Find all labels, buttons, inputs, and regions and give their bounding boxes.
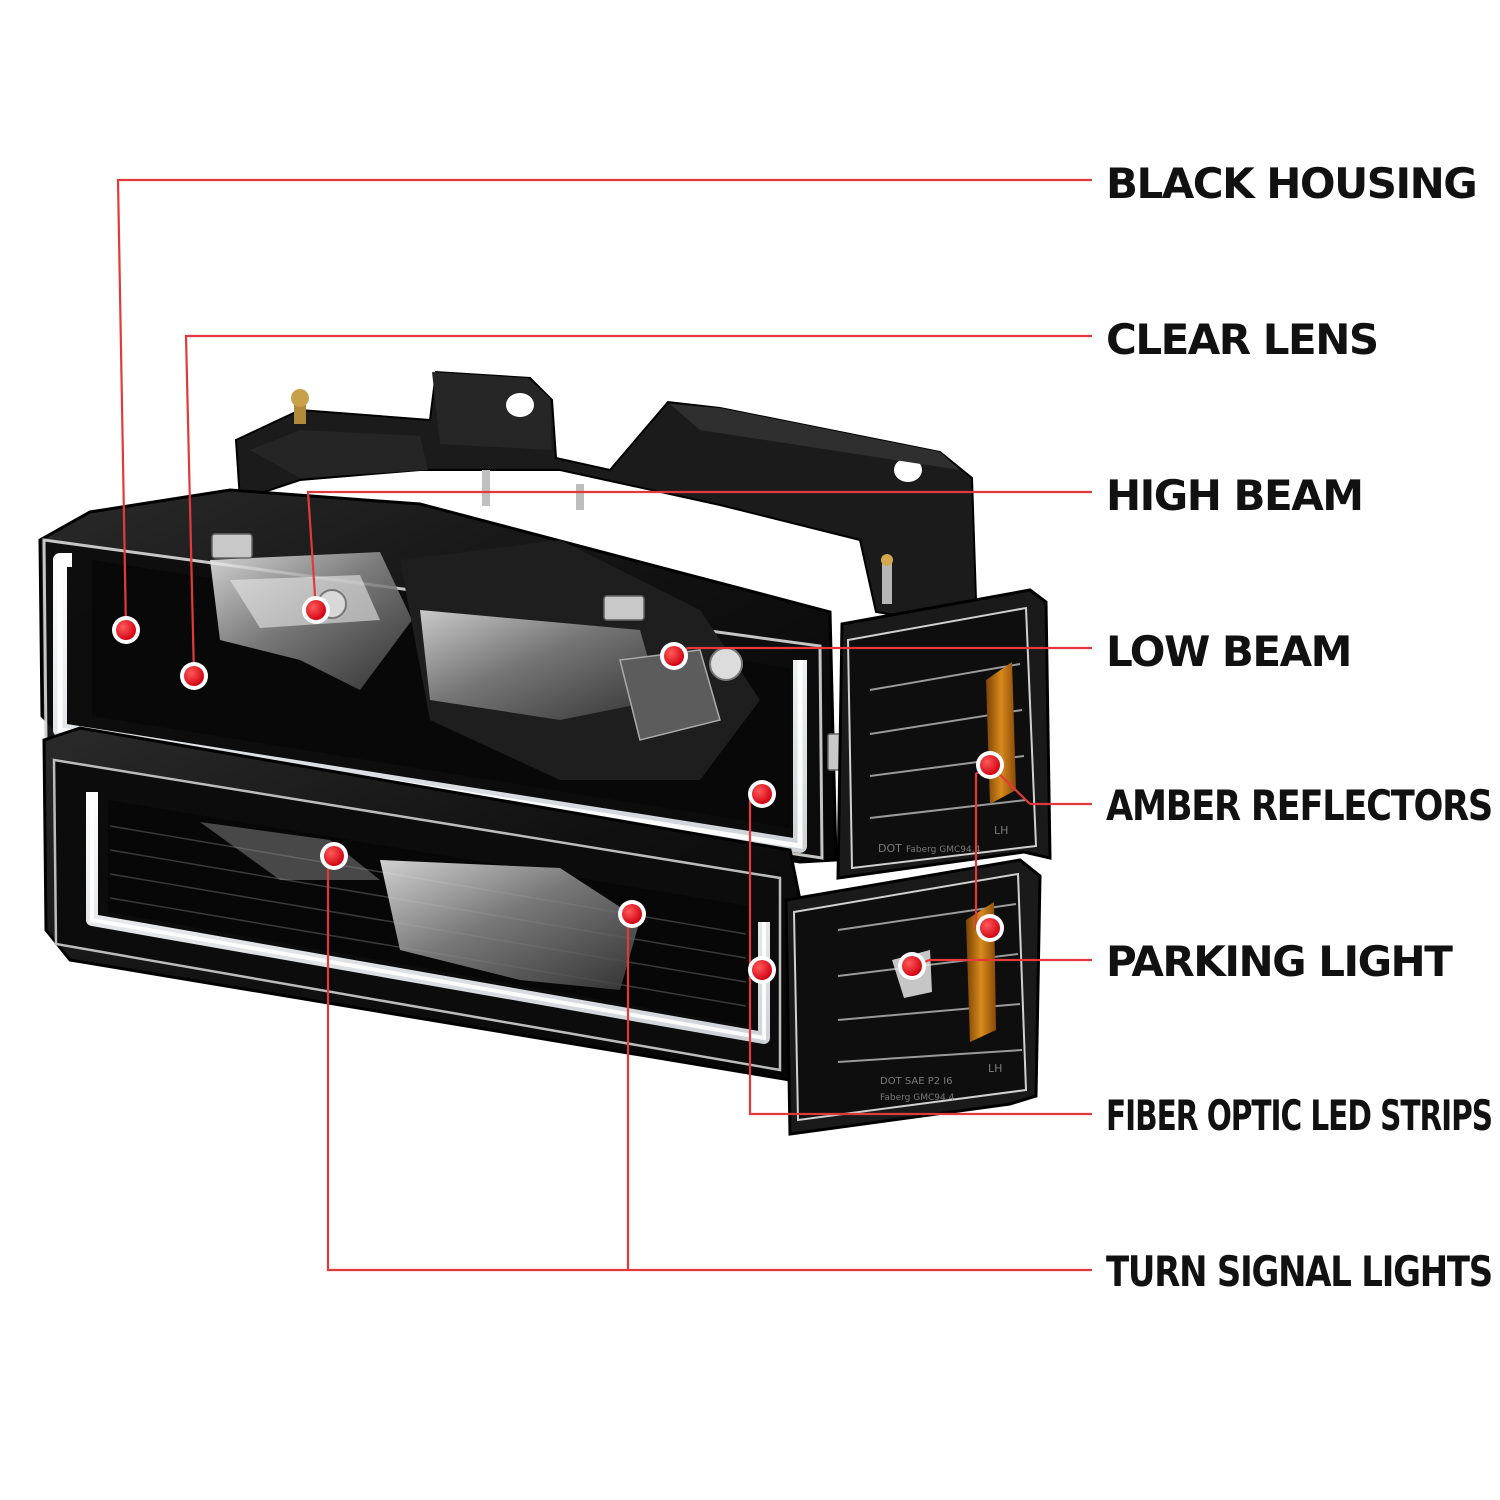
marker-amber-reflector-upper [976, 751, 1004, 779]
marker-turn-signal-right [618, 900, 646, 928]
upper-corner-brand-marking: Faberg GMC94.4 [906, 845, 981, 855]
signal-reflector [380, 860, 640, 990]
mounting-bracket [234, 370, 978, 622]
marker-high-beam [302, 596, 330, 624]
marker-parking-light [898, 952, 926, 980]
label-fiber-optic-led-strips: FIBER OPTIC LED STRIPS [1106, 1091, 1492, 1140]
lower-corner-side-marking: LH [988, 1062, 1002, 1075]
label-low-beam: LOW BEAM [1106, 627, 1351, 676]
low-beam-reflector [420, 610, 660, 720]
bracket-hole-right [894, 458, 922, 482]
marker-black-housing [112, 616, 140, 644]
label-amber-reflectors: AMBER REFLECTORS [1106, 781, 1492, 830]
leader-black-housing [116, 178, 1092, 631]
marker-turn-signal-left [320, 842, 348, 870]
upper-corner-lamp: DOT Faberg GMC94.4 LH [836, 588, 1052, 880]
leader-high-beam [306, 490, 1092, 611]
label-high-beam: HIGH BEAM [1106, 471, 1363, 520]
upper-corner-side-marking: LH [994, 824, 1008, 837]
label-turn-signal-lights: TURN SIGNAL LIGHTS [1106, 1247, 1492, 1296]
label-parking-light: PARKING LIGHT [1106, 937, 1453, 986]
upper-corner-dot-marking: DOT [878, 842, 902, 855]
lower-corner-dot-marking: DOT SAE P2 I6 [880, 1076, 953, 1087]
leader-clear-lens [184, 334, 1092, 677]
upper-amber-reflector [986, 662, 1016, 804]
label-clear-lens: CLEAR LENS [1106, 315, 1378, 364]
marker-dots [112, 596, 1004, 984]
label-black-housing: BLACK HOUSING [1106, 159, 1476, 208]
marker-fiber-optic-upper [748, 780, 776, 808]
lower-corner-brand-marking: Faberg GMC94.4 [880, 1093, 955, 1103]
headlight-assembly: DOT Faberg GMC94.4 LH DOT SAE P2 I6 Fabe… [38, 370, 1052, 1136]
marker-clear-lens [180, 662, 208, 690]
low-beam-bulb [709, 647, 743, 681]
bracket-hole-top [506, 393, 534, 417]
marker-fiber-optic-lower [748, 956, 776, 984]
marker-amber-reflector-lower [976, 914, 1004, 942]
lower-corner-lamp: DOT SAE P2 I6 Faberg GMC94.4 LH [784, 858, 1042, 1136]
callout-labels: BLACK HOUSING CLEAR LENS HIGH BEAM LOW B… [1106, 159, 1494, 1296]
marker-low-beam [660, 642, 688, 670]
lower-signal-lamp [42, 726, 802, 1082]
